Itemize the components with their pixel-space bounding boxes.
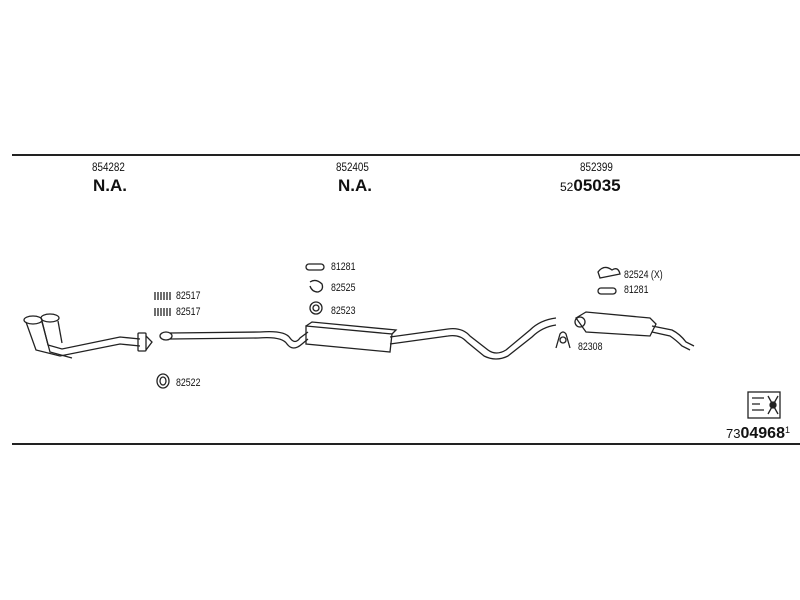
clamp-82525: [309, 279, 324, 293]
bottom-rule: [12, 443, 800, 445]
section-1-status: N.A.: [93, 176, 127, 195]
callout-82308: 82308: [578, 341, 603, 353]
callout-82517-a: 82517: [176, 290, 201, 302]
bracket-82308: [555, 331, 571, 349]
clamp-82517-b: [154, 308, 171, 316]
hanger-81281-b: [597, 287, 617, 295]
section-3-reference: 5205035: [560, 177, 621, 195]
hanger-81281-a: [305, 263, 325, 271]
section-1-part-number: 854282: [92, 160, 125, 174]
document-number: 73049681: [726, 426, 790, 442]
center-pipe: [159, 317, 557, 360]
doc-number-main: 04968: [740, 425, 785, 442]
callout-81281-a: 81281: [331, 261, 356, 273]
callout-81281-b: 81281: [624, 284, 649, 296]
gasket-82522: [156, 373, 170, 389]
callout-82517-b: 82517: [176, 306, 201, 318]
front-pipe: [23, 313, 153, 359]
callout-82523: 82523: [331, 305, 356, 317]
section-3-part-number: 852399: [580, 160, 613, 174]
top-rule: [12, 154, 800, 156]
callout-82522: 82522: [176, 377, 201, 389]
section-2-status: N.A.: [338, 176, 372, 195]
clamp-82523: [309, 301, 323, 315]
catalog-icon: [747, 391, 781, 419]
callout-82525: 82525: [331, 282, 356, 294]
rear-muffler: [574, 311, 695, 351]
section-3-ref-prefix: 52: [560, 180, 574, 194]
clamp-82517-a: [154, 292, 171, 300]
section-3-ref-main: 05035: [573, 176, 621, 195]
callout-82524: 82524 (X): [624, 269, 663, 281]
section-2-part-number: 852405: [336, 160, 369, 174]
doc-number-prefix: 73: [726, 426, 741, 441]
doc-number-suffix: 1: [784, 425, 790, 435]
hanger-82524: [597, 266, 621, 279]
